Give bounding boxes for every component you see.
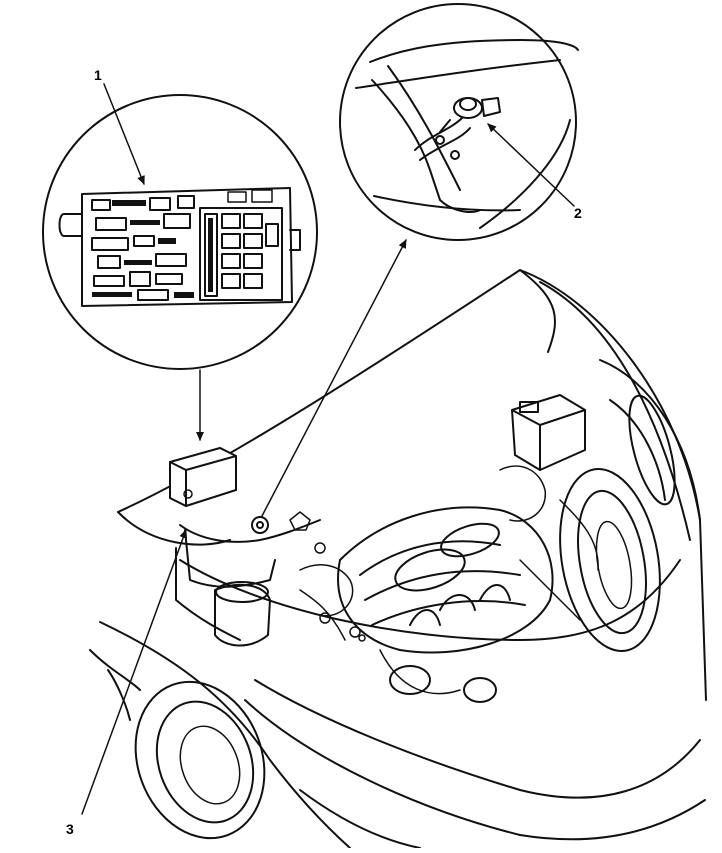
callout-3: 3 [66,821,74,837]
callout-1: 1 [94,67,102,83]
arrow-to-ground-detail [261,239,407,517]
detail-circle-ground [339,3,579,241]
reservoir-tank [511,394,586,471]
right-headlight [559,394,676,652]
pointer-arrows [81,83,575,815]
leader-1 [103,83,145,185]
leader-2 [487,123,575,207]
battery [214,581,271,647]
engine-hoses [299,465,599,641]
fuse-box-bracket [179,511,366,642]
left-headlight [134,680,266,840]
callout-2: 2 [574,205,582,221]
under-hood-fuse-box [169,446,237,508]
callout-labels: 1 2 3 [66,67,582,837]
detail-circle-fuse-box [42,94,318,370]
engine-block [337,506,554,703]
leader-3 [81,529,188,815]
